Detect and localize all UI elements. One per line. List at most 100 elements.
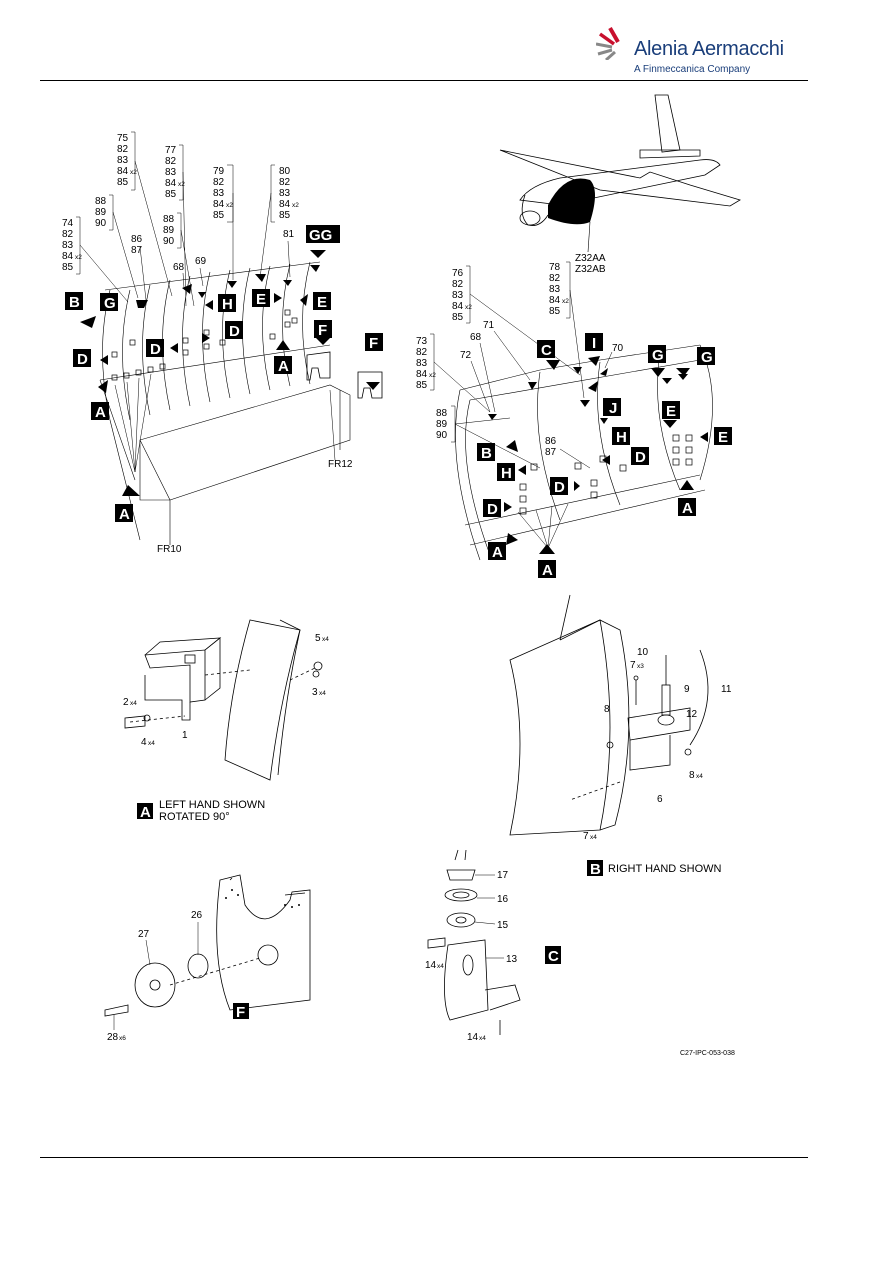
detail-a-flag bbox=[137, 803, 153, 819]
callout-text: 88 bbox=[436, 408, 448, 419]
callout-text: 82 bbox=[549, 273, 561, 284]
aircraft-icon bbox=[499, 94, 741, 226]
svg-text:A: A bbox=[119, 506, 130, 523]
svg-text:C: C bbox=[541, 342, 552, 359]
detail-f-flag bbox=[233, 1003, 249, 1019]
svg-text:H: H bbox=[501, 465, 512, 482]
detail-a-caption-2: ROTATED 90° bbox=[159, 811, 230, 823]
svg-text:A: A bbox=[95, 404, 106, 421]
qty-text: x2 bbox=[226, 202, 233, 209]
callout-text: 83 bbox=[213, 188, 225, 199]
part-number: 1 bbox=[182, 730, 188, 741]
callout-text: 82 bbox=[452, 279, 464, 290]
callout-text: 89 bbox=[436, 419, 448, 430]
part-number: 9 bbox=[684, 684, 690, 695]
callout-text: 90 bbox=[163, 236, 175, 247]
callout-text: 80 bbox=[279, 166, 291, 177]
callout-text: 78 bbox=[549, 262, 561, 273]
detail-a-drawing bbox=[124, 619, 323, 781]
svg-text:G: G bbox=[701, 349, 713, 366]
callout-text: 68 bbox=[470, 332, 482, 343]
svg-text:F: F bbox=[369, 335, 378, 352]
callout-text: 71 bbox=[483, 320, 495, 331]
part-number: 2 bbox=[123, 697, 129, 708]
brand-name: Alenia Aermacchi bbox=[634, 38, 784, 60]
callout-text: 84 bbox=[62, 251, 74, 262]
svg-text:E: E bbox=[666, 403, 676, 420]
callout-text: 85 bbox=[62, 262, 74, 273]
highlighted-section-icon bbox=[548, 178, 595, 225]
callout-text: 89 bbox=[163, 225, 175, 236]
callout-text: 90 bbox=[95, 218, 107, 229]
callout-text: 83 bbox=[452, 290, 464, 301]
qty-text: x2 bbox=[130, 169, 137, 176]
svg-text:D: D bbox=[150, 341, 161, 358]
svg-text:B: B bbox=[69, 294, 80, 311]
part-number: 27 bbox=[138, 929, 150, 940]
callout-text: 82 bbox=[117, 144, 129, 155]
detail-c-drawing bbox=[427, 849, 521, 1035]
frame-label: FR12 bbox=[328, 459, 353, 470]
view-letters-right: C I G G J E E H D B H D D A A A bbox=[477, 333, 732, 579]
callout-text: 84 bbox=[165, 178, 177, 189]
part-number: 14 bbox=[425, 960, 437, 971]
svg-text:H: H bbox=[222, 296, 233, 313]
part-number: 5 bbox=[315, 633, 321, 644]
callout-text: 85 bbox=[279, 210, 291, 221]
view-letters-left: B G D D H D E E F A A A F GG bbox=[65, 225, 383, 523]
qty-text: x2 bbox=[75, 254, 82, 261]
svg-text:F: F bbox=[236, 1004, 245, 1021]
svg-text:B: B bbox=[590, 861, 601, 878]
callout-text: 83 bbox=[549, 284, 561, 295]
callout-text: 74 bbox=[62, 218, 74, 229]
svg-text:A: A bbox=[492, 544, 503, 561]
callout-text: 90 bbox=[436, 430, 448, 441]
part-number: 7 bbox=[630, 660, 636, 671]
qty-text: x4 bbox=[590, 834, 597, 841]
part-number: 15 bbox=[497, 920, 509, 931]
detail-b-drawing bbox=[509, 594, 709, 836]
logo-mark-icon bbox=[596, 27, 620, 60]
svg-text:G: G bbox=[652, 347, 664, 364]
part-number: 26 bbox=[191, 910, 203, 921]
svg-text:E: E bbox=[256, 291, 266, 308]
svg-text:D: D bbox=[554, 479, 565, 496]
callout-text: 68 bbox=[173, 262, 185, 273]
svg-text:F: F bbox=[318, 322, 327, 339]
brand-logo: Alenia Aermacchi A Finmeccanica Company bbox=[596, 24, 796, 80]
callout-text: 83 bbox=[62, 240, 74, 251]
callout-text: 82 bbox=[165, 156, 177, 167]
brand-tagline: A Finmeccanica Company bbox=[634, 64, 751, 75]
svg-text:E: E bbox=[317, 294, 327, 311]
qty-text: x2 bbox=[562, 298, 569, 305]
callout-text: 75 bbox=[117, 133, 129, 144]
qty-text: x4 bbox=[437, 963, 444, 970]
callout-text: 72 bbox=[460, 350, 472, 361]
svg-text:C: C bbox=[548, 948, 559, 965]
svg-text:B: B bbox=[481, 445, 492, 462]
callout-text: 84 bbox=[117, 166, 129, 177]
callout-text: 84 bbox=[279, 199, 291, 210]
callout-text: 83 bbox=[117, 155, 129, 166]
svg-text:GG: GG bbox=[309, 227, 332, 244]
qty-text: x2 bbox=[465, 304, 472, 311]
callout-text: 85 bbox=[213, 210, 225, 221]
svg-text:D: D bbox=[635, 449, 646, 466]
figure-code: C27-IPC-053-038 bbox=[680, 1050, 735, 1057]
callout-text: 83 bbox=[165, 167, 177, 178]
svg-text:J: J bbox=[609, 400, 617, 417]
svg-text:D: D bbox=[487, 501, 498, 518]
svg-text:H: H bbox=[616, 429, 627, 446]
qty-text: x4 bbox=[322, 636, 329, 643]
callout-text: 85 bbox=[549, 306, 561, 317]
part-number: 7 bbox=[583, 831, 589, 842]
header-rule bbox=[40, 80, 808, 81]
callout-text: 82 bbox=[213, 177, 225, 188]
part-number: 8 bbox=[689, 770, 695, 781]
part-number: 11 bbox=[721, 684, 732, 695]
callout-text: 79 bbox=[213, 166, 225, 177]
qty-text: x4 bbox=[130, 700, 137, 707]
part-number: 3 bbox=[312, 687, 318, 698]
callout-text: 85 bbox=[452, 312, 464, 323]
